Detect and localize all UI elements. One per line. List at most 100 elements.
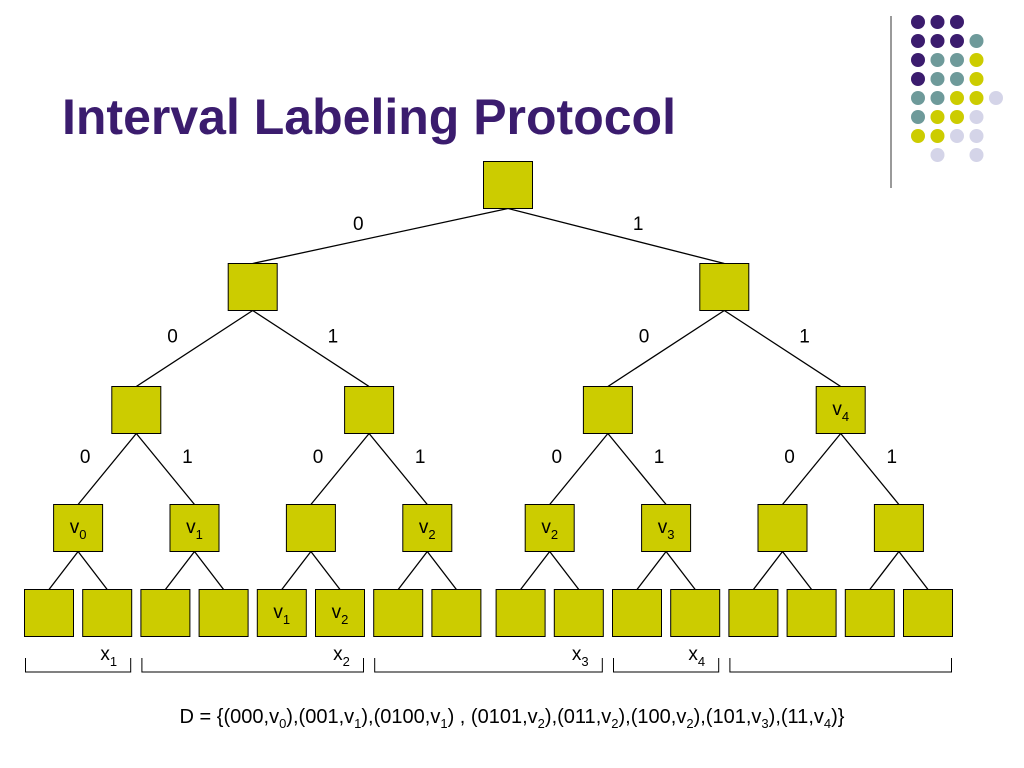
tree-node xyxy=(815,386,866,434)
formula-entry-key: 0100 xyxy=(380,706,425,728)
formula-entry-key: 000 xyxy=(230,706,264,728)
formula-entry: (0100,v1) xyxy=(373,706,455,731)
tree-edge xyxy=(48,551,79,590)
tree-edge xyxy=(507,207,725,265)
tree-edge xyxy=(135,309,254,388)
decorative-dot xyxy=(930,148,945,162)
node-label: v2 xyxy=(541,517,558,542)
formula-entry: (011,v2) xyxy=(557,706,626,731)
edge-label: 0 xyxy=(639,327,650,348)
edge-label: 0 xyxy=(353,214,364,235)
node-label-main: v xyxy=(832,399,842,420)
decorative-dot xyxy=(930,34,945,48)
decorative-dot xyxy=(950,34,964,48)
formula-entry-var: v xyxy=(527,706,538,728)
tree-edge xyxy=(869,551,900,590)
interval-label: x3 xyxy=(572,644,589,669)
slide-title: Interval Labeling Protocol xyxy=(62,89,676,145)
tree-edge xyxy=(636,551,667,590)
tree-node xyxy=(169,504,220,552)
decorative-dot xyxy=(911,129,925,143)
formula-entry-key: 100 xyxy=(637,706,671,728)
tree-edge xyxy=(752,551,784,590)
decorative-dot xyxy=(911,72,925,86)
tree-node xyxy=(431,589,482,637)
interval-label-subscript: 4 xyxy=(698,654,705,669)
tree-node xyxy=(641,504,692,552)
tree-node xyxy=(227,263,278,311)
tree-edge xyxy=(781,551,813,590)
interval-label-main: x xyxy=(333,644,343,665)
node-label-main: v xyxy=(419,517,429,538)
tree-edge xyxy=(77,551,108,590)
tree-node xyxy=(844,589,895,637)
interval-label: x1 xyxy=(100,644,117,669)
formula-entry-subscript: 1 xyxy=(354,716,362,731)
tree-edge xyxy=(368,433,428,505)
edge-label: 1 xyxy=(887,447,898,468)
tree-node xyxy=(757,504,808,552)
node-label-main: v xyxy=(273,602,283,623)
node-label: v2 xyxy=(419,517,436,542)
node-label-main: v xyxy=(332,602,342,623)
decorative-dot xyxy=(911,91,925,105)
tree-node xyxy=(402,504,453,552)
tree-node xyxy=(140,589,191,637)
formula-line: D = {(000,v0),(001,v1),(0100,v1) , (0101… xyxy=(179,706,845,731)
tree-edge xyxy=(310,551,341,590)
tree-edge xyxy=(607,433,667,505)
formula-entry-key: 0101 xyxy=(477,706,523,728)
tree-node xyxy=(495,589,546,637)
edge-label: 1 xyxy=(799,327,810,348)
node-label-main: v xyxy=(70,517,80,538)
interval-bracket xyxy=(613,658,720,673)
node-label: v2 xyxy=(332,602,349,627)
decorative-dot xyxy=(950,110,964,124)
decorative-dot-grid xyxy=(911,15,1003,162)
interval-bracket xyxy=(141,658,364,673)
tree-edge xyxy=(549,551,580,590)
edge-label: 0 xyxy=(313,447,324,468)
formula-entry: (11,v4) xyxy=(780,706,838,731)
tree-node xyxy=(373,589,424,637)
interval-label-main: x xyxy=(688,644,698,665)
tree-node xyxy=(256,589,307,637)
tree-node xyxy=(285,504,336,552)
tree-edge xyxy=(135,433,196,505)
interval-label-subscript: 3 xyxy=(581,654,588,669)
tree-node xyxy=(582,386,633,434)
decorative-dot xyxy=(969,110,984,124)
decorative-dot xyxy=(911,53,925,67)
formula-entry-key: 011 xyxy=(563,706,596,728)
decorative-dot xyxy=(950,91,964,105)
tree-edge xyxy=(607,309,725,388)
interval-bracket xyxy=(374,658,603,673)
node-label: v4 xyxy=(832,399,849,424)
decorative-dot xyxy=(969,91,984,105)
edge-label: 0 xyxy=(784,447,795,468)
tree-node xyxy=(699,263,750,311)
tree-node xyxy=(553,589,604,637)
tree-node xyxy=(670,589,721,637)
tree-node xyxy=(786,589,837,637)
formula-suffix: } xyxy=(837,706,845,728)
tree-edge xyxy=(781,433,842,505)
interval-label-main: x xyxy=(572,644,582,665)
decorative-dot xyxy=(950,129,964,143)
edge-label: 0 xyxy=(552,447,563,468)
tree-node xyxy=(82,589,133,637)
decorative-dot xyxy=(969,148,984,162)
node-label: v0 xyxy=(70,517,87,542)
formula-entry-subscript: 2 xyxy=(686,716,694,731)
interval-bracket xyxy=(729,658,952,673)
formula-entry-subscript: 1 xyxy=(440,716,448,731)
node-label-subscript: 0 xyxy=(79,527,86,542)
formula-entry-subscript: 0 xyxy=(279,716,287,731)
tree-edge xyxy=(840,433,900,505)
node-label-subscript: 2 xyxy=(341,612,348,627)
tree-node xyxy=(483,161,533,209)
